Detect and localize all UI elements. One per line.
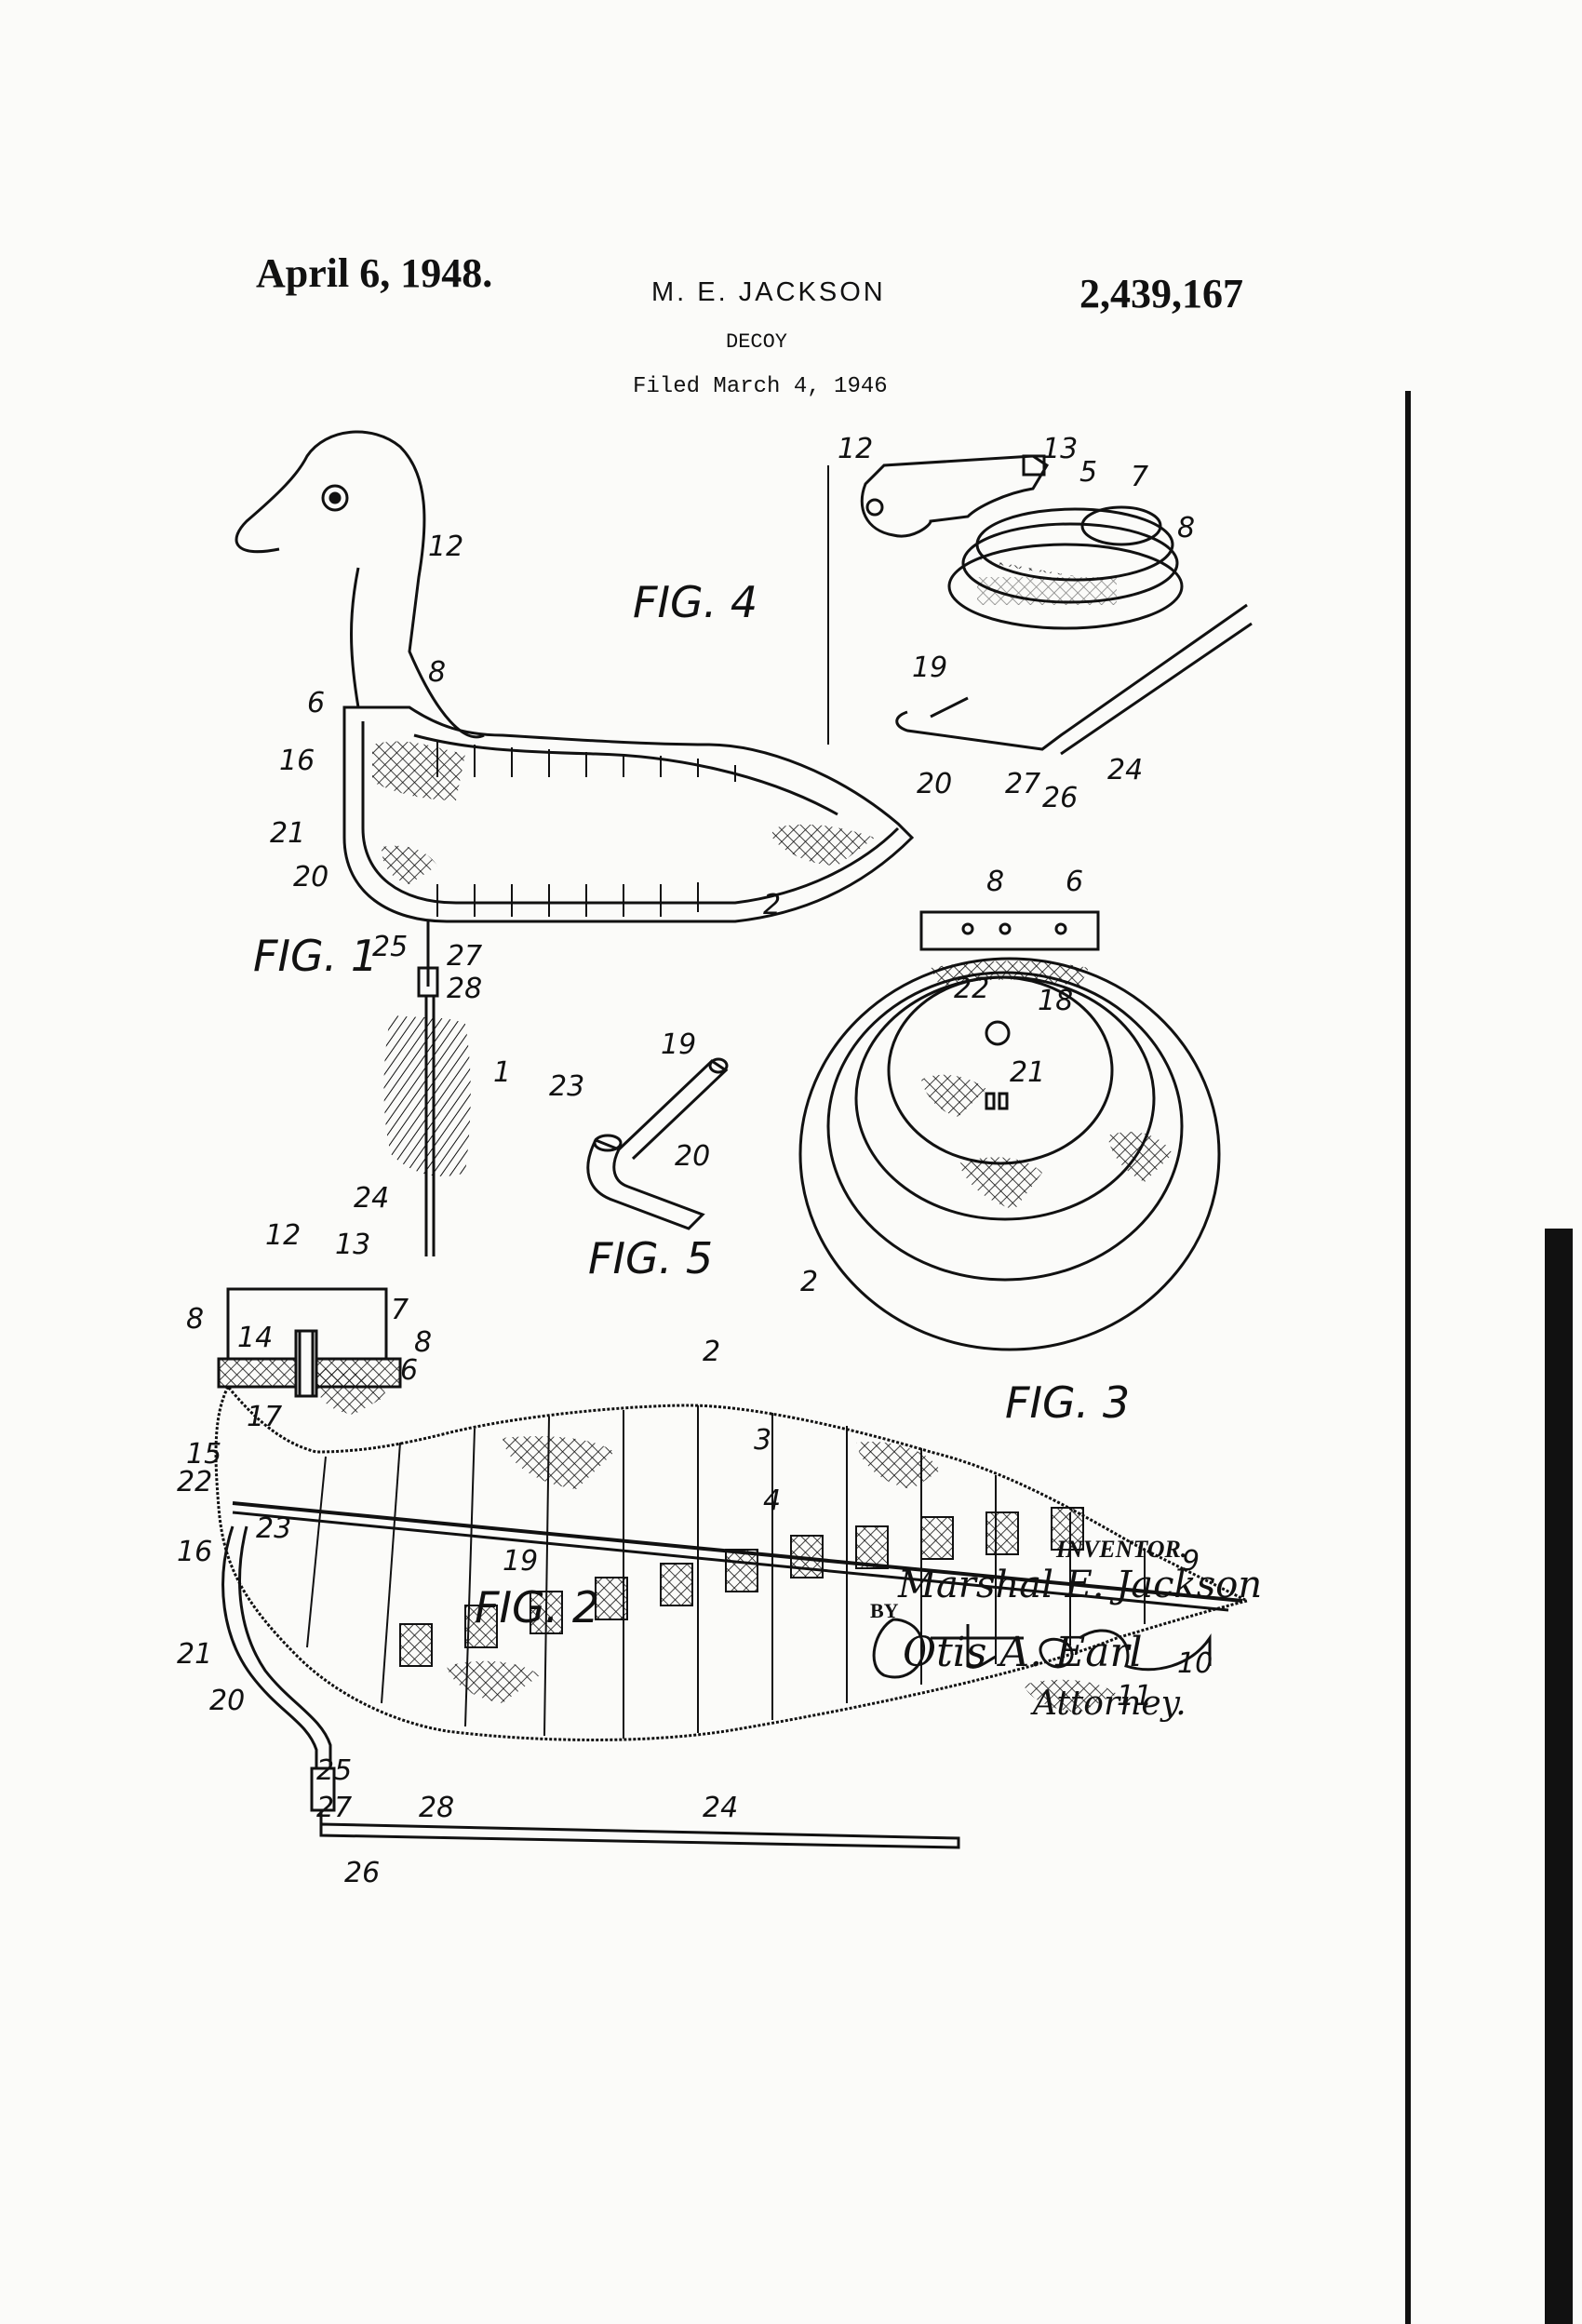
attorney-signature-scribble bbox=[872, 1618, 1212, 1679]
ref-numeral: 21 bbox=[177, 1638, 213, 1671]
scan-edge-bar bbox=[1545, 1229, 1573, 2324]
ref-numeral: 22 bbox=[954, 973, 990, 1005]
ref-numeral: 12 bbox=[428, 531, 464, 563]
ref-numeral: 28 bbox=[447, 973, 483, 1005]
ref-numeral: 23 bbox=[549, 1070, 585, 1103]
ref-numeral: 3 bbox=[754, 1424, 772, 1457]
ref-numeral: 14 bbox=[237, 1322, 274, 1354]
ref-numeral: 27 bbox=[316, 1792, 353, 1824]
ref-numeral: 20 bbox=[675, 1140, 711, 1173]
ref-numeral: 21 bbox=[270, 817, 306, 850]
ref-numeral: 25 bbox=[372, 931, 409, 963]
patent-date: April 6, 1948. bbox=[256, 250, 493, 296]
ref-numeral: 21 bbox=[1010, 1056, 1046, 1089]
ref-numeral: 4 bbox=[763, 1484, 782, 1517]
ref-numeral: 22 bbox=[177, 1466, 213, 1498]
patent-number: 2,439,167 bbox=[1079, 271, 1243, 316]
ref-numeral: 20 bbox=[293, 861, 329, 893]
ref-numeral: 8 bbox=[428, 656, 447, 689]
ref-numeral: 7 bbox=[1131, 461, 1149, 493]
ref-numeral: 8 bbox=[414, 1326, 433, 1359]
fig5-drawing bbox=[586, 1057, 729, 1230]
ref-numeral: 16 bbox=[279, 745, 315, 777]
ref-numeral: 5 bbox=[1079, 456, 1098, 489]
ref-numeral: 2 bbox=[763, 889, 782, 921]
ref-numeral: 25 bbox=[316, 1754, 353, 1787]
ref-numeral: 24 bbox=[1107, 754, 1144, 786]
fig1-label: FIG. 1 bbox=[253, 931, 379, 981]
fig2-label: FIG. 2 bbox=[475, 1582, 600, 1632]
fig5-label: FIG. 5 bbox=[588, 1233, 714, 1283]
right-margin-rule bbox=[1405, 391, 1411, 2324]
patent-filed-date: Filed March 4, 1946 bbox=[633, 374, 888, 399]
ref-numeral: 18 bbox=[1038, 985, 1074, 1017]
fig1-drawing bbox=[235, 430, 915, 1256]
ref-numeral: 12 bbox=[838, 433, 874, 465]
attorney-signature: Otis A. Earl bbox=[903, 1629, 1143, 1676]
ref-numeral: 19 bbox=[503, 1545, 539, 1578]
ref-numeral: 23 bbox=[256, 1512, 292, 1545]
by-label: BY bbox=[870, 1599, 899, 1622]
ref-numeral: 2 bbox=[800, 1266, 819, 1298]
ref-numeral: 8 bbox=[986, 866, 1005, 898]
ref-numeral: 19 bbox=[661, 1028, 697, 1061]
fig3-drawing bbox=[798, 910, 1221, 1351]
ref-numeral: 8 bbox=[186, 1303, 205, 1336]
ref-numeral: 1 bbox=[493, 1056, 512, 1089]
ref-numeral: 26 bbox=[1042, 782, 1079, 814]
fig3-label: FIG. 3 bbox=[1005, 1377, 1131, 1428]
ref-numeral: 19 bbox=[912, 652, 948, 684]
ref-numeral: 2 bbox=[703, 1336, 721, 1368]
ref-numeral: 11 bbox=[1117, 1680, 1153, 1713]
ref-numeral: 17 bbox=[247, 1401, 283, 1433]
ref-numeral: 13 bbox=[335, 1229, 371, 1261]
ref-numeral: 13 bbox=[1042, 433, 1079, 465]
ref-numeral: 12 bbox=[265, 1219, 302, 1252]
ref-numeral: 28 bbox=[419, 1792, 455, 1824]
ref-numeral: 6 bbox=[1066, 866, 1084, 898]
ref-numeral: 8 bbox=[1177, 512, 1196, 544]
ref-numeral: 6 bbox=[307, 687, 326, 719]
ref-numeral: 26 bbox=[344, 1857, 381, 1889]
ref-numeral: 24 bbox=[703, 1792, 739, 1824]
ref-numeral: 6 bbox=[400, 1354, 419, 1387]
ref-numeral: 24 bbox=[354, 1182, 390, 1215]
patent-inventor: M. E. JACKSON bbox=[651, 277, 886, 307]
ref-numeral: 9 bbox=[1182, 1545, 1200, 1578]
ref-numeral: 10 bbox=[1177, 1647, 1213, 1680]
inventor-signature: Marshal E. Jackson bbox=[898, 1564, 1263, 1606]
ref-numeral: 16 bbox=[177, 1536, 213, 1568]
ref-numeral: 27 bbox=[447, 940, 483, 973]
ref-numeral: 20 bbox=[917, 768, 953, 800]
inventor-label: INVENTOR. bbox=[1056, 1536, 1187, 1563]
fig2-drawing bbox=[214, 1287, 1252, 1849]
ref-numeral: 20 bbox=[209, 1685, 246, 1717]
patent-title: DECOY bbox=[726, 330, 788, 354]
ref-numeral: 7 bbox=[391, 1294, 409, 1326]
fig4-label: FIG. 4 bbox=[633, 577, 758, 627]
fig4-drawing bbox=[827, 454, 1253, 756]
ref-numeral: 15 bbox=[186, 1438, 222, 1471]
attorney-label: Attorney. bbox=[1033, 1685, 1186, 1723]
ref-numeral: 27 bbox=[1005, 768, 1041, 800]
